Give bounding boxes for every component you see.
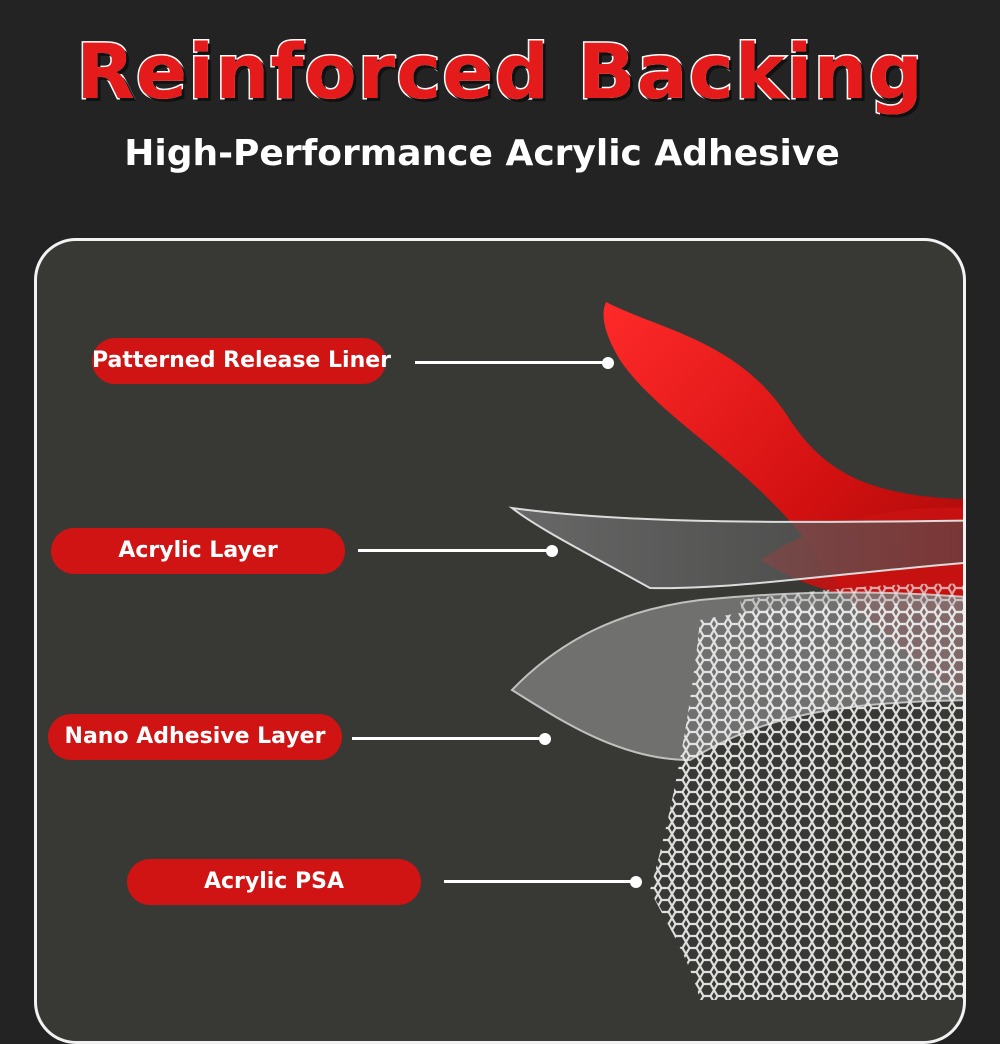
page-title: Reinforced Backing <box>75 26 925 118</box>
tape-layers-illustration <box>508 302 963 1000</box>
leader-dot-release-liner <box>602 357 614 369</box>
label-acrylic-psa: Acrylic PSA <box>127 859 421 905</box>
leader-line-release-liner <box>415 361 607 364</box>
leader-line-acrylic-layer <box>358 549 552 552</box>
label-acrylic-layer: Acrylic Layer <box>51 528 345 574</box>
label-nano-adhesive-layer: Nano Adhesive Layer <box>48 714 342 760</box>
leader-line-nano-adhesive <box>352 737 545 740</box>
leader-dot-acrylic-layer <box>546 545 558 557</box>
label-patterned-release-liner: Patterned Release Liner <box>92 338 391 384</box>
acrylic-psa-shape <box>650 603 963 1000</box>
page-subtitle: High-Performance Acrylic Adhesive <box>124 133 840 174</box>
leader-dot-nano-adhesive <box>539 733 551 745</box>
leader-line-acrylic-psa <box>444 880 636 883</box>
acrylic-layer-shape <box>508 506 963 590</box>
leader-dot-acrylic-psa <box>630 876 642 888</box>
